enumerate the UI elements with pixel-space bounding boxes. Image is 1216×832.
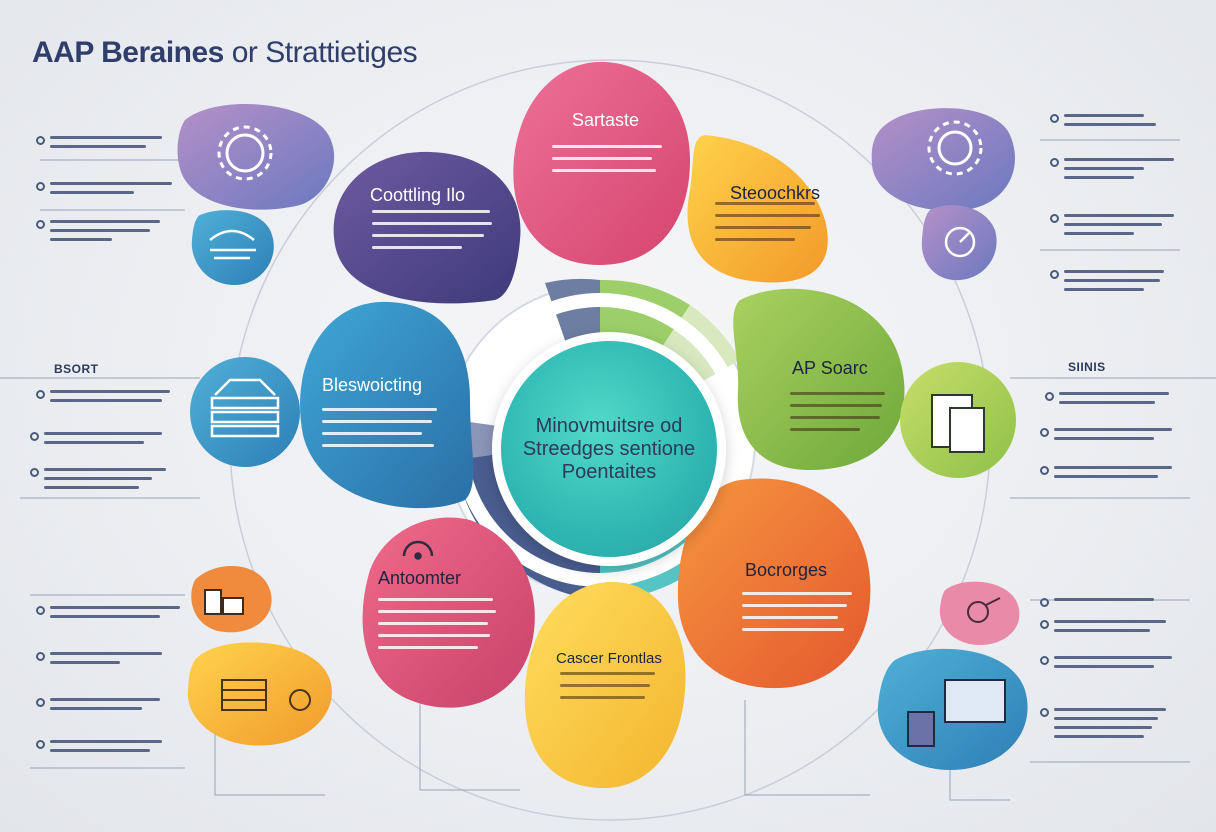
note-left-6: [30, 468, 170, 495]
building-icon: [204, 589, 244, 615]
building-bubble[interactable]: [191, 566, 272, 633]
segment-text-bottom-left: [378, 598, 496, 658]
note-left-7: [36, 606, 186, 624]
page-title: AAP Beraines or Strattietiges: [32, 36, 418, 69]
segment-title-top: Sartaste: [572, 110, 640, 130]
segment-title-bottom: Cascer Frontlas: [556, 650, 662, 667]
segment-text-right: [790, 392, 885, 440]
server-icon: [210, 378, 280, 438]
hub-line-2: Streedges sentione: [522, 437, 696, 460]
segment-title-left: Bleswoicting: [322, 375, 423, 395]
petal-top[interactable]: [513, 61, 690, 265]
hub-line-1: Minovmuitsre od: [535, 414, 683, 437]
petal-bottom-right[interactable]: [677, 478, 871, 689]
petal-left[interactable]: [300, 301, 474, 509]
tools-icon: [967, 597, 1001, 623]
document-icon: [931, 394, 985, 453]
note-right-10: [1040, 656, 1180, 674]
petal-right[interactable]: [733, 288, 905, 470]
segment-title-top-left: Coottling Ilo: [370, 185, 466, 205]
segment-text-left: [322, 408, 437, 456]
petal-top-left[interactable]: [333, 151, 521, 304]
segment-text-top-right: [715, 202, 820, 250]
central-hub[interactable]: Minovmuitsre od Streedges sentione Poent…: [492, 332, 726, 566]
note-right-6: [1040, 428, 1180, 446]
gear-icon: [927, 120, 983, 176]
note-left-2: [36, 182, 176, 200]
segment-text-bottom: [560, 672, 655, 708]
note-left-3: [36, 220, 166, 247]
segment-text-top-left: [372, 210, 492, 258]
gear-icon: [217, 125, 273, 181]
bridge-bubble[interactable]: [191, 210, 274, 285]
note-right-7: [1040, 466, 1180, 484]
segment-title-right: AP Soarc: [792, 358, 868, 378]
note-left-8: [36, 652, 176, 670]
monitor-bubble[interactable]: [877, 648, 1028, 770]
segment-text-bottom-right: [742, 592, 852, 640]
gear-bubble-left[interactable]: [177, 103, 335, 210]
machine-icon: [221, 679, 311, 711]
antenna-icon: [402, 540, 434, 560]
segment-text-top: [552, 145, 662, 181]
chart-bubble[interactable]: [921, 205, 997, 281]
note-right-4: [1050, 270, 1180, 297]
left-side-heading: BSORT: [54, 362, 99, 376]
note-right-1: [1050, 114, 1160, 132]
note-left-10: [36, 740, 176, 758]
note-left-1: [36, 136, 166, 154]
segment-title-bottom-left: Antoomter: [378, 568, 462, 588]
segment-title-top-right: Steoochkrs: [730, 183, 821, 203]
right-side-heading: SIINIS: [1068, 360, 1106, 374]
document-bubble[interactable]: [900, 362, 1016, 478]
machine-bubble[interactable]: [187, 642, 332, 746]
note-right-3: [1050, 214, 1180, 241]
segment-title-bottom-right: Bocrorges: [745, 560, 828, 580]
note-right-2: [1050, 158, 1180, 185]
note-right-5: [1045, 392, 1175, 410]
petal-top-right[interactable]: [687, 135, 828, 283]
server-bubble[interactable]: [190, 357, 300, 467]
tools-bubble[interactable]: [939, 581, 1020, 645]
monitor-icon: [907, 679, 1006, 747]
note-left-4: [36, 390, 171, 408]
note-left-9: [36, 698, 176, 716]
note-right-11: [1040, 708, 1180, 744]
bridge-icon: [209, 229, 256, 260]
chart-icon: [944, 226, 976, 258]
note-left-5: [30, 432, 170, 450]
note-right-9: [1040, 620, 1180, 638]
hub-line-3: Poentaites: [561, 460, 657, 483]
note-right-8: [1040, 598, 1170, 607]
gear-bubble-right[interactable]: [871, 108, 1015, 211]
